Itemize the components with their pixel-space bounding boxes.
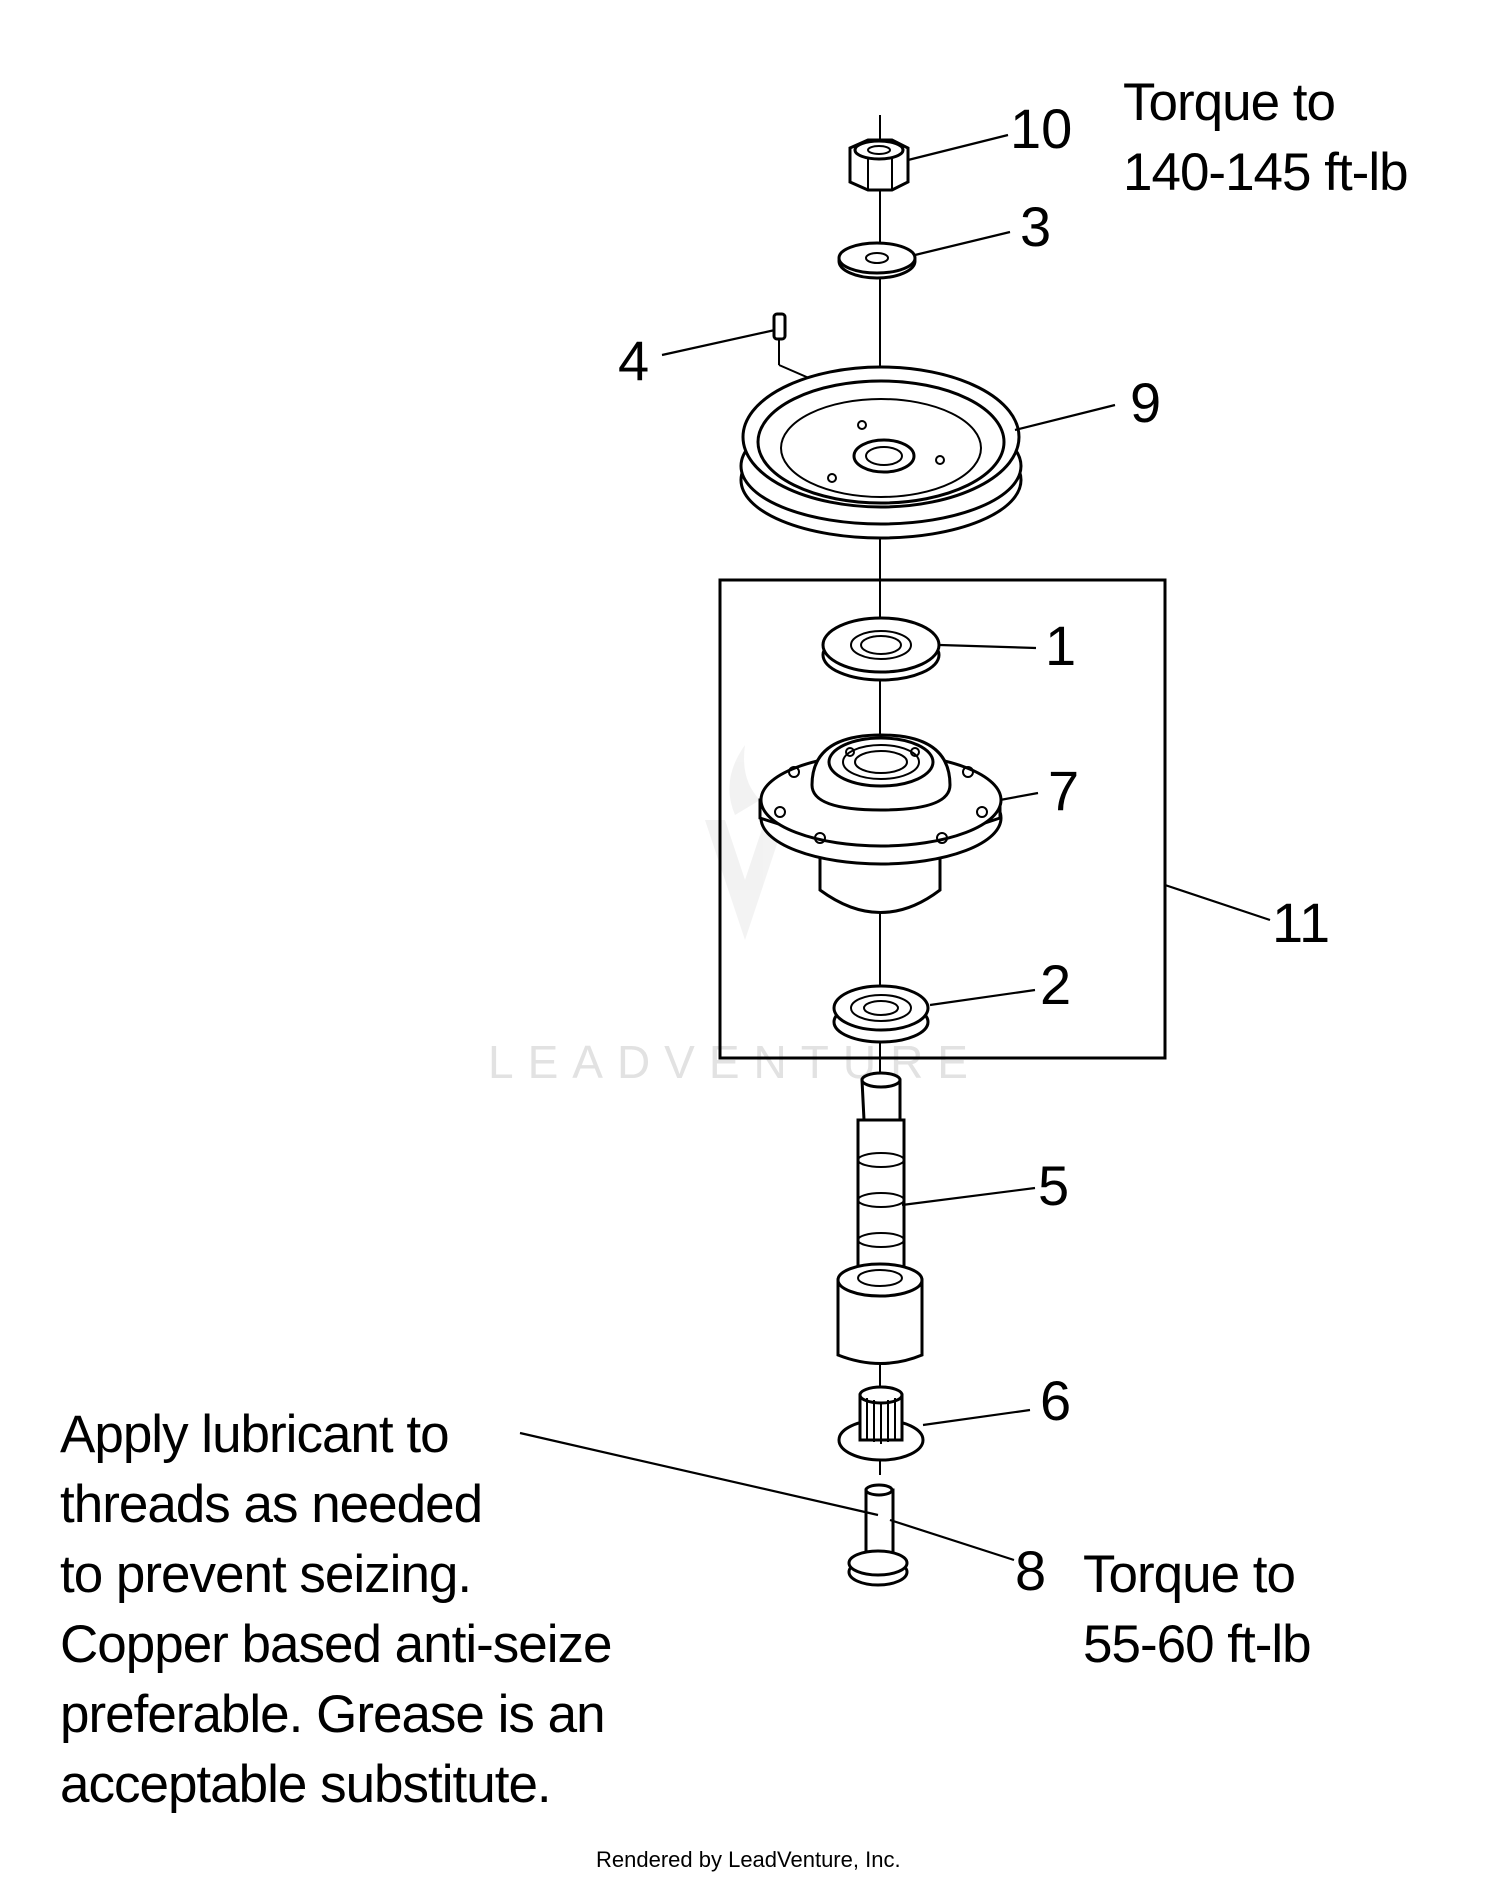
assembly-box [718, 578, 1167, 1060]
callout-numbers: 10 3 4 9 1 7 11 2 5 6 8 [618, 97, 1330, 1602]
watermark-logo-icon [705, 745, 785, 940]
callout-9: 9 [1130, 371, 1161, 434]
lubricant-note-line-3: to prevent seizing. [60, 1545, 471, 1604]
torque-note-nut-line-2: 140-145 ft-lb [1123, 143, 1408, 202]
spindle-housing-part [758, 733, 1003, 914]
lubricant-note-line-1: Apply lubricant to [60, 1405, 449, 1464]
watermark-text: LEADVENTURE [488, 1036, 982, 1088]
callout-6: 6 [1040, 1369, 1071, 1432]
callout-2: 2 [1040, 953, 1071, 1016]
lubricant-note: Apply lubricant to threads as needed to … [60, 1405, 613, 1814]
callout-4: 4 [618, 329, 649, 392]
bolt-part [847, 1483, 909, 1587]
lubricant-note-line-5: preferable. Grease is an [60, 1685, 605, 1744]
torque-note-bolt-line-2: 55-60 ft-lb [1083, 1615, 1311, 1674]
torque-note-nut-line-1: Torque to [1123, 73, 1335, 132]
upper-seal-part [821, 616, 941, 682]
torque-note-nut: Torque to 140-145 ft-lb [1123, 73, 1409, 202]
washer-part [837, 241, 917, 280]
render-credit: Rendered by LeadVenture, Inc. [596, 1847, 901, 1872]
torque-note-bolt: Torque to 55-60 ft-lb [1083, 1545, 1312, 1674]
hex-nut-part [848, 138, 910, 192]
lubricant-note-line-2: threads as needed [60, 1475, 482, 1534]
spindle-shaft-part [836, 1071, 924, 1365]
callout-8: 8 [1015, 1539, 1046, 1602]
pulley-part [739, 365, 1023, 540]
callout-3: 3 [1020, 195, 1051, 258]
torque-note-bolt-line-1: Torque to [1083, 1545, 1295, 1604]
callout-10: 10 [1010, 97, 1072, 160]
callout-11: 11 [1272, 891, 1330, 954]
callout-5: 5 [1038, 1154, 1069, 1217]
lubricant-note-line-4: Copper based anti-seize [60, 1615, 612, 1674]
leader-lines [519, 133, 1271, 1562]
lubricant-note-line-6: acceptable substitute. [60, 1755, 551, 1814]
callout-7: 7 [1048, 759, 1079, 822]
splined-hub-part [837, 1385, 925, 1462]
callout-1: 1 [1045, 614, 1076, 677]
lower-bearing-part [832, 984, 930, 1044]
